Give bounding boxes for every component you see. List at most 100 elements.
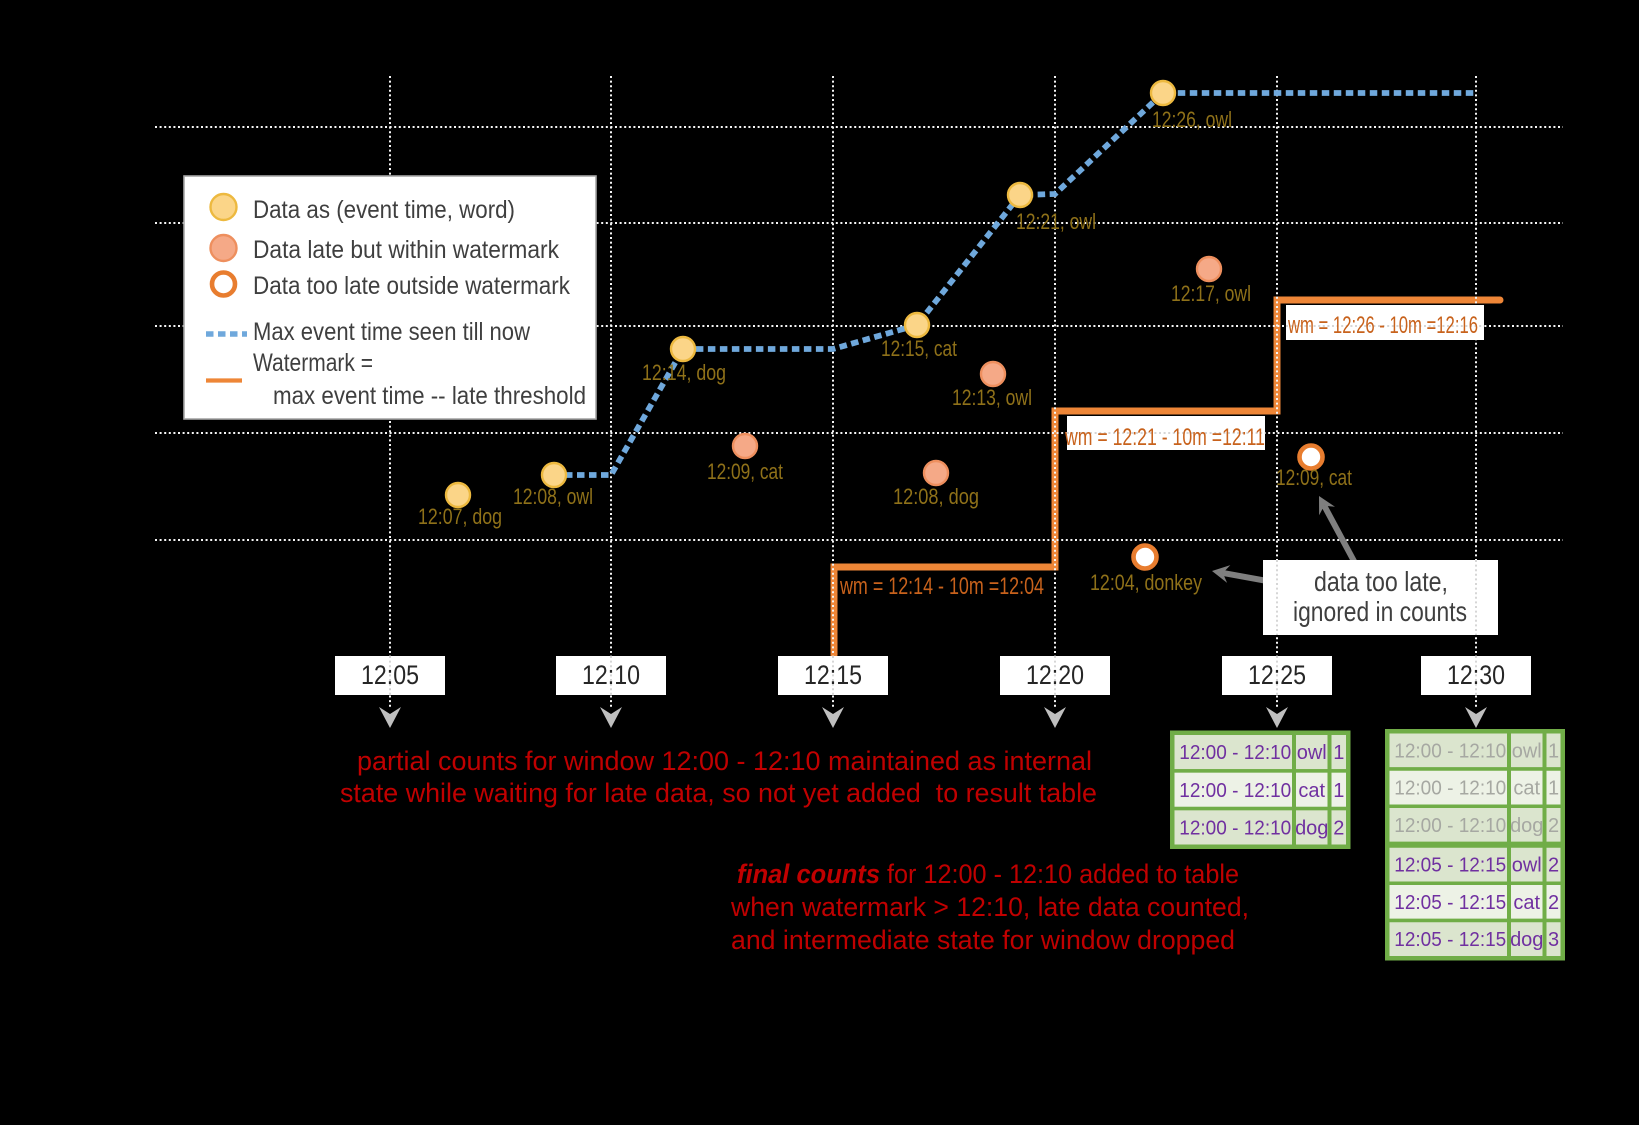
- table-col-separator: [1542, 733, 1547, 956]
- too-late-grid-overlay: [1276, 560, 1477, 635]
- table-cell-window: 12:05 - 12:15: [1394, 892, 1506, 914]
- time-label: 12:10: [582, 660, 640, 690]
- table-row: [1174, 772, 1346, 807]
- table-cell-window: 12:05 - 12:15: [1394, 855, 1506, 877]
- down-arrowhead-icon: [600, 707, 622, 728]
- table-cell-window: 12:00 - 12:10: [1394, 815, 1506, 837]
- time-label: 12:30: [1447, 660, 1505, 690]
- time-label: 12:15: [804, 660, 862, 690]
- data-point-label: 12:04, donkey: [1090, 570, 1202, 595]
- down-arrowhead-icon: [1465, 707, 1487, 728]
- table-cell-word: dog: [1295, 817, 1328, 839]
- data-point-ontime: [540, 461, 568, 489]
- callout-arrowhead-icon: [1319, 496, 1335, 516]
- table-cell-count: 1: [1548, 740, 1559, 762]
- table-cell-word: cat: [1298, 780, 1325, 802]
- table-row: [1174, 810, 1346, 845]
- table-cell-window: 12:00 - 12:10: [1179, 817, 1291, 839]
- data-point-label: 12:14, dog: [642, 360, 726, 385]
- late-dot-icon: [209, 233, 238, 263]
- data-point-ontime: [1149, 79, 1177, 107]
- data-point-label: 12:15, cat: [881, 336, 957, 361]
- data-point-label: 12:08, dog: [893, 484, 979, 509]
- data-point-ontime: [669, 335, 697, 363]
- time-label: 12:20: [1026, 660, 1084, 690]
- data-point-label: 12:21, owl: [1016, 209, 1096, 234]
- table-cell-window: 12:00 - 12:10: [1394, 740, 1506, 762]
- table-cell-count: 2: [1548, 892, 1559, 914]
- table-row-separator: [1389, 841, 1561, 848]
- down-arrowhead-icon: [1044, 707, 1066, 728]
- partial-counts-note-line-2: state while waiting for late data, so no…: [340, 778, 1097, 808]
- data-point-late: [922, 459, 950, 487]
- data-point-label: 12:17, owl: [1171, 281, 1251, 306]
- table-col-separator: [1507, 733, 1511, 956]
- data-point-label: 12:09, cat: [707, 459, 783, 484]
- legend-item-watermark-2: max event time -- late threshold: [273, 382, 586, 410]
- data-point-ontime: [903, 311, 931, 339]
- table-row-separator: [1389, 918, 1561, 923]
- time-label: 12:05: [361, 660, 419, 690]
- time-label: 12:25: [1248, 660, 1306, 690]
- table-cell-word: owl: [1512, 855, 1542, 877]
- data-point-late: [979, 360, 1007, 388]
- table-row-separator: [1174, 769, 1346, 773]
- data-point-late: [1195, 255, 1223, 283]
- toolate-dot-icon: [209, 270, 238, 298]
- data-point-label: 12:07, dog: [418, 504, 502, 529]
- table-row-separator: [1389, 804, 1561, 808]
- table-row: [1389, 847, 1561, 882]
- table-col-separator: [1327, 735, 1332, 845]
- table-cell-word: owl: [1297, 742, 1327, 764]
- down-arrowhead-icon: [379, 707, 401, 728]
- red-annotations: partial counts for window 12:00 - 12:10 …: [340, 746, 1249, 955]
- table-cell-word: dog: [1510, 929, 1543, 951]
- final-counts-note-line-2: when watermark > 12:10, late data counte…: [730, 892, 1249, 922]
- watermark-label-box: [1286, 305, 1484, 340]
- watermark-label-0: wm = 12:14 - 10m =12:04: [839, 573, 1044, 600]
- table-row-separator: [1389, 767, 1561, 771]
- legend-item-late: Data late but within watermark: [253, 236, 559, 264]
- legend-item-watermark: Watermark =: [253, 349, 373, 377]
- table-cell-window: 12:00 - 12:10: [1179, 780, 1291, 802]
- data-point-late: [731, 432, 759, 460]
- table-row: [1389, 733, 1561, 768]
- table-cell-count: 3: [1548, 929, 1559, 951]
- table-row: [1389, 885, 1561, 919]
- watermark-line: [830, 296, 1504, 659]
- table-row: [1174, 735, 1346, 770]
- too-late-line-2: ignored in counts: [1293, 596, 1467, 627]
- watermark-label-2: wm = 12:26 - 10m =12:16: [1287, 312, 1478, 339]
- table-cell-word: owl: [1512, 740, 1542, 762]
- result-tables: 12:00 - 12:10 owl 1 12:00 - 12:10 cat 1 12:00 …: [1170, 729, 1565, 961]
- legend-item-max-event: Max event time seen till now: [253, 318, 531, 346]
- table-cell-window: 12:00 - 12:10: [1179, 742, 1291, 764]
- table-row: [1389, 770, 1561, 805]
- table-row: [1389, 808, 1561, 842]
- partial-counts-note-line-1: partial counts for window 12:00 - 12:10 …: [357, 746, 1092, 776]
- too-late-callout: data too late, ignored in counts: [1212, 496, 1498, 635]
- data-point-label: 12:09, cat: [1276, 465, 1352, 490]
- table-cell-count: 2: [1548, 855, 1559, 877]
- callout-arrow-shaft: [1321, 504, 1358, 565]
- final-counts-note-line-1: final counts for 12:00 - 12:10 added to …: [737, 859, 1239, 889]
- table-row-separator: [1389, 881, 1561, 885]
- data-point-ontime: [1006, 181, 1034, 209]
- data-point-ontime: [444, 481, 472, 509]
- data-point-toolate: [1297, 443, 1325, 471]
- legend: Data as (event time, word) Data late but…: [183, 175, 597, 420]
- ontime-dot-icon: [209, 192, 238, 222]
- down-arrowhead-icon: [822, 707, 844, 728]
- table-cell-count: 1: [1333, 742, 1344, 764]
- table-cell-word: cat: [1513, 892, 1540, 914]
- table-row-separator: [1174, 806, 1346, 811]
- data-point-label: 12:13, owl: [952, 385, 1032, 410]
- data-point-label: 12:08, owl: [513, 484, 593, 509]
- data-points: 12:07, dog 12:08, owl 12:14, dog 12:15, cat…: [418, 79, 1352, 595]
- data-point-toolate: [1131, 543, 1159, 571]
- legend-item-toolate: Data too late outside watermark: [253, 272, 570, 300]
- timeline-axis: 12:05 12:10 12:15 12:20 12:25 12:30: [335, 656, 1531, 728]
